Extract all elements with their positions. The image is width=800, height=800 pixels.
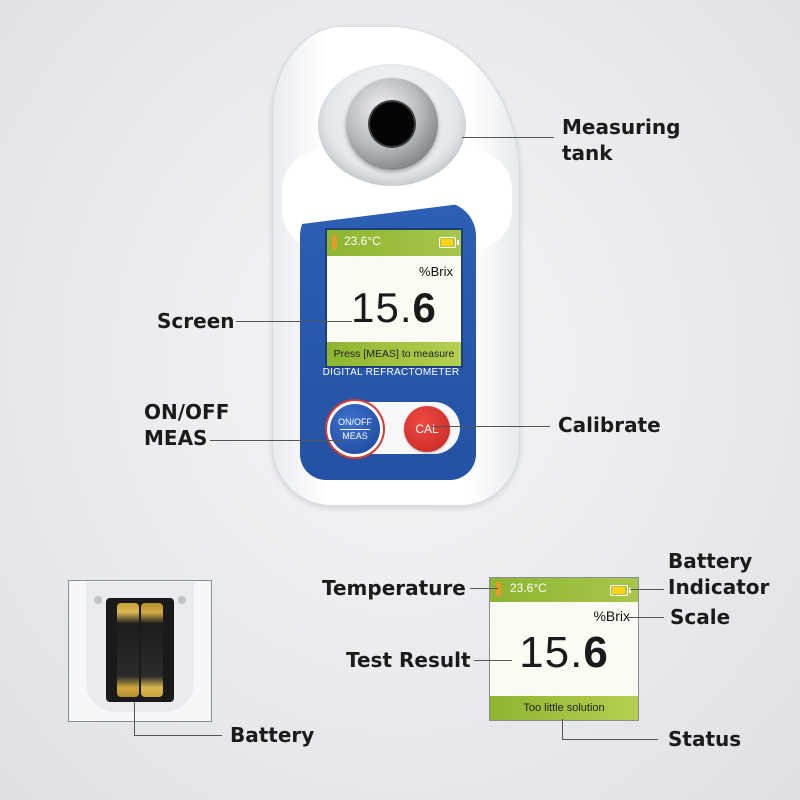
test-result-leader <box>474 660 512 662</box>
zoom-scale: %Brix <box>593 608 630 624</box>
battery-leader-vertical <box>134 702 136 735</box>
onoff-separator <box>340 429 370 430</box>
device-screen: 23.6°C %Brix 15.6 Press [MEAS] to measur… <box>325 228 463 368</box>
calibrate-leader <box>432 426 550 428</box>
onoff-label: ON/OFF <box>338 417 372 427</box>
aaa-battery-cell <box>117 603 139 697</box>
aaa-battery-cell <box>141 603 163 697</box>
battery-icon <box>610 585 631 596</box>
zoom-temperature: 23.6°C <box>510 581 547 595</box>
callout-battery-indicator-line1: Battery <box>668 549 753 573</box>
callout-onoff-line1: ON/OFF <box>144 400 230 424</box>
screen-value-main: 15. <box>351 284 413 331</box>
status-leader <box>562 739 658 741</box>
screw-icon <box>178 596 186 604</box>
measuring-tank-hole <box>370 102 414 146</box>
callout-battery: Battery <box>230 723 315 747</box>
callout-battery-indicator: Battery Indicator <box>668 548 769 600</box>
battery-leader <box>134 735 222 737</box>
screw-icon <box>94 596 102 604</box>
screen-scale: %Brix <box>419 264 453 279</box>
callout-calibrate: Calibrate <box>558 413 661 437</box>
zoom-top-bar: 23.6°C <box>490 578 638 602</box>
screen-value-decimal: 6 <box>412 284 437 331</box>
callout-battery-indicator-line2: Indicator <box>668 575 770 599</box>
callout-scale: Scale <box>670 605 731 629</box>
meas-label: MEAS <box>342 431 368 441</box>
callout-status: Status <box>668 727 742 751</box>
scale-leader <box>628 617 664 619</box>
thermometer-icon <box>496 582 501 597</box>
screen-leader <box>236 321 352 323</box>
zoomed-display: 23.6°C %Brix 15.6 Too little solution <box>489 577 639 721</box>
status-leader-vertical <box>562 719 564 739</box>
cal-button[interactable]: CAL <box>404 406 450 452</box>
callout-screen: Screen <box>157 309 235 333</box>
callout-measuring-tank-line2: tank <box>562 141 613 165</box>
callout-onoff-line2: MEAS <box>144 426 208 450</box>
thermometer-icon <box>332 235 337 250</box>
screen-temperature: 23.6°C <box>344 234 381 248</box>
callout-measuring-tank-line1: Measuring <box>562 115 681 139</box>
zoom-status: Too little solution <box>490 696 638 720</box>
callout-test-result: Test Result <box>346 648 471 672</box>
temperature-leader <box>470 588 498 590</box>
zoom-value-main: 15. <box>519 628 584 677</box>
model-label: DIGITAL REFRACTOMETER <box>322 367 460 378</box>
onoff-meas-button[interactable]: ON/OFF MEAS <box>330 404 380 454</box>
callout-temperature: Temperature <box>322 576 466 600</box>
screen-status: Press [MEAS] to measure <box>327 342 461 366</box>
battery-icon <box>439 237 459 248</box>
zoom-value-decimal: 6 <box>583 628 609 677</box>
battery-indicator-leader <box>630 589 664 591</box>
callout-onoff-meas: ON/OFF MEAS <box>144 399 229 451</box>
measuring-tank-leader <box>462 137 554 139</box>
callout-measuring-tank: Measuring tank <box>562 114 680 166</box>
onoff-leader <box>210 440 344 442</box>
screen-top-bar: 23.6°C <box>327 230 461 256</box>
zoom-test-result: 15.6 <box>490 628 638 678</box>
screen-test-result: 15.6 <box>327 284 461 332</box>
